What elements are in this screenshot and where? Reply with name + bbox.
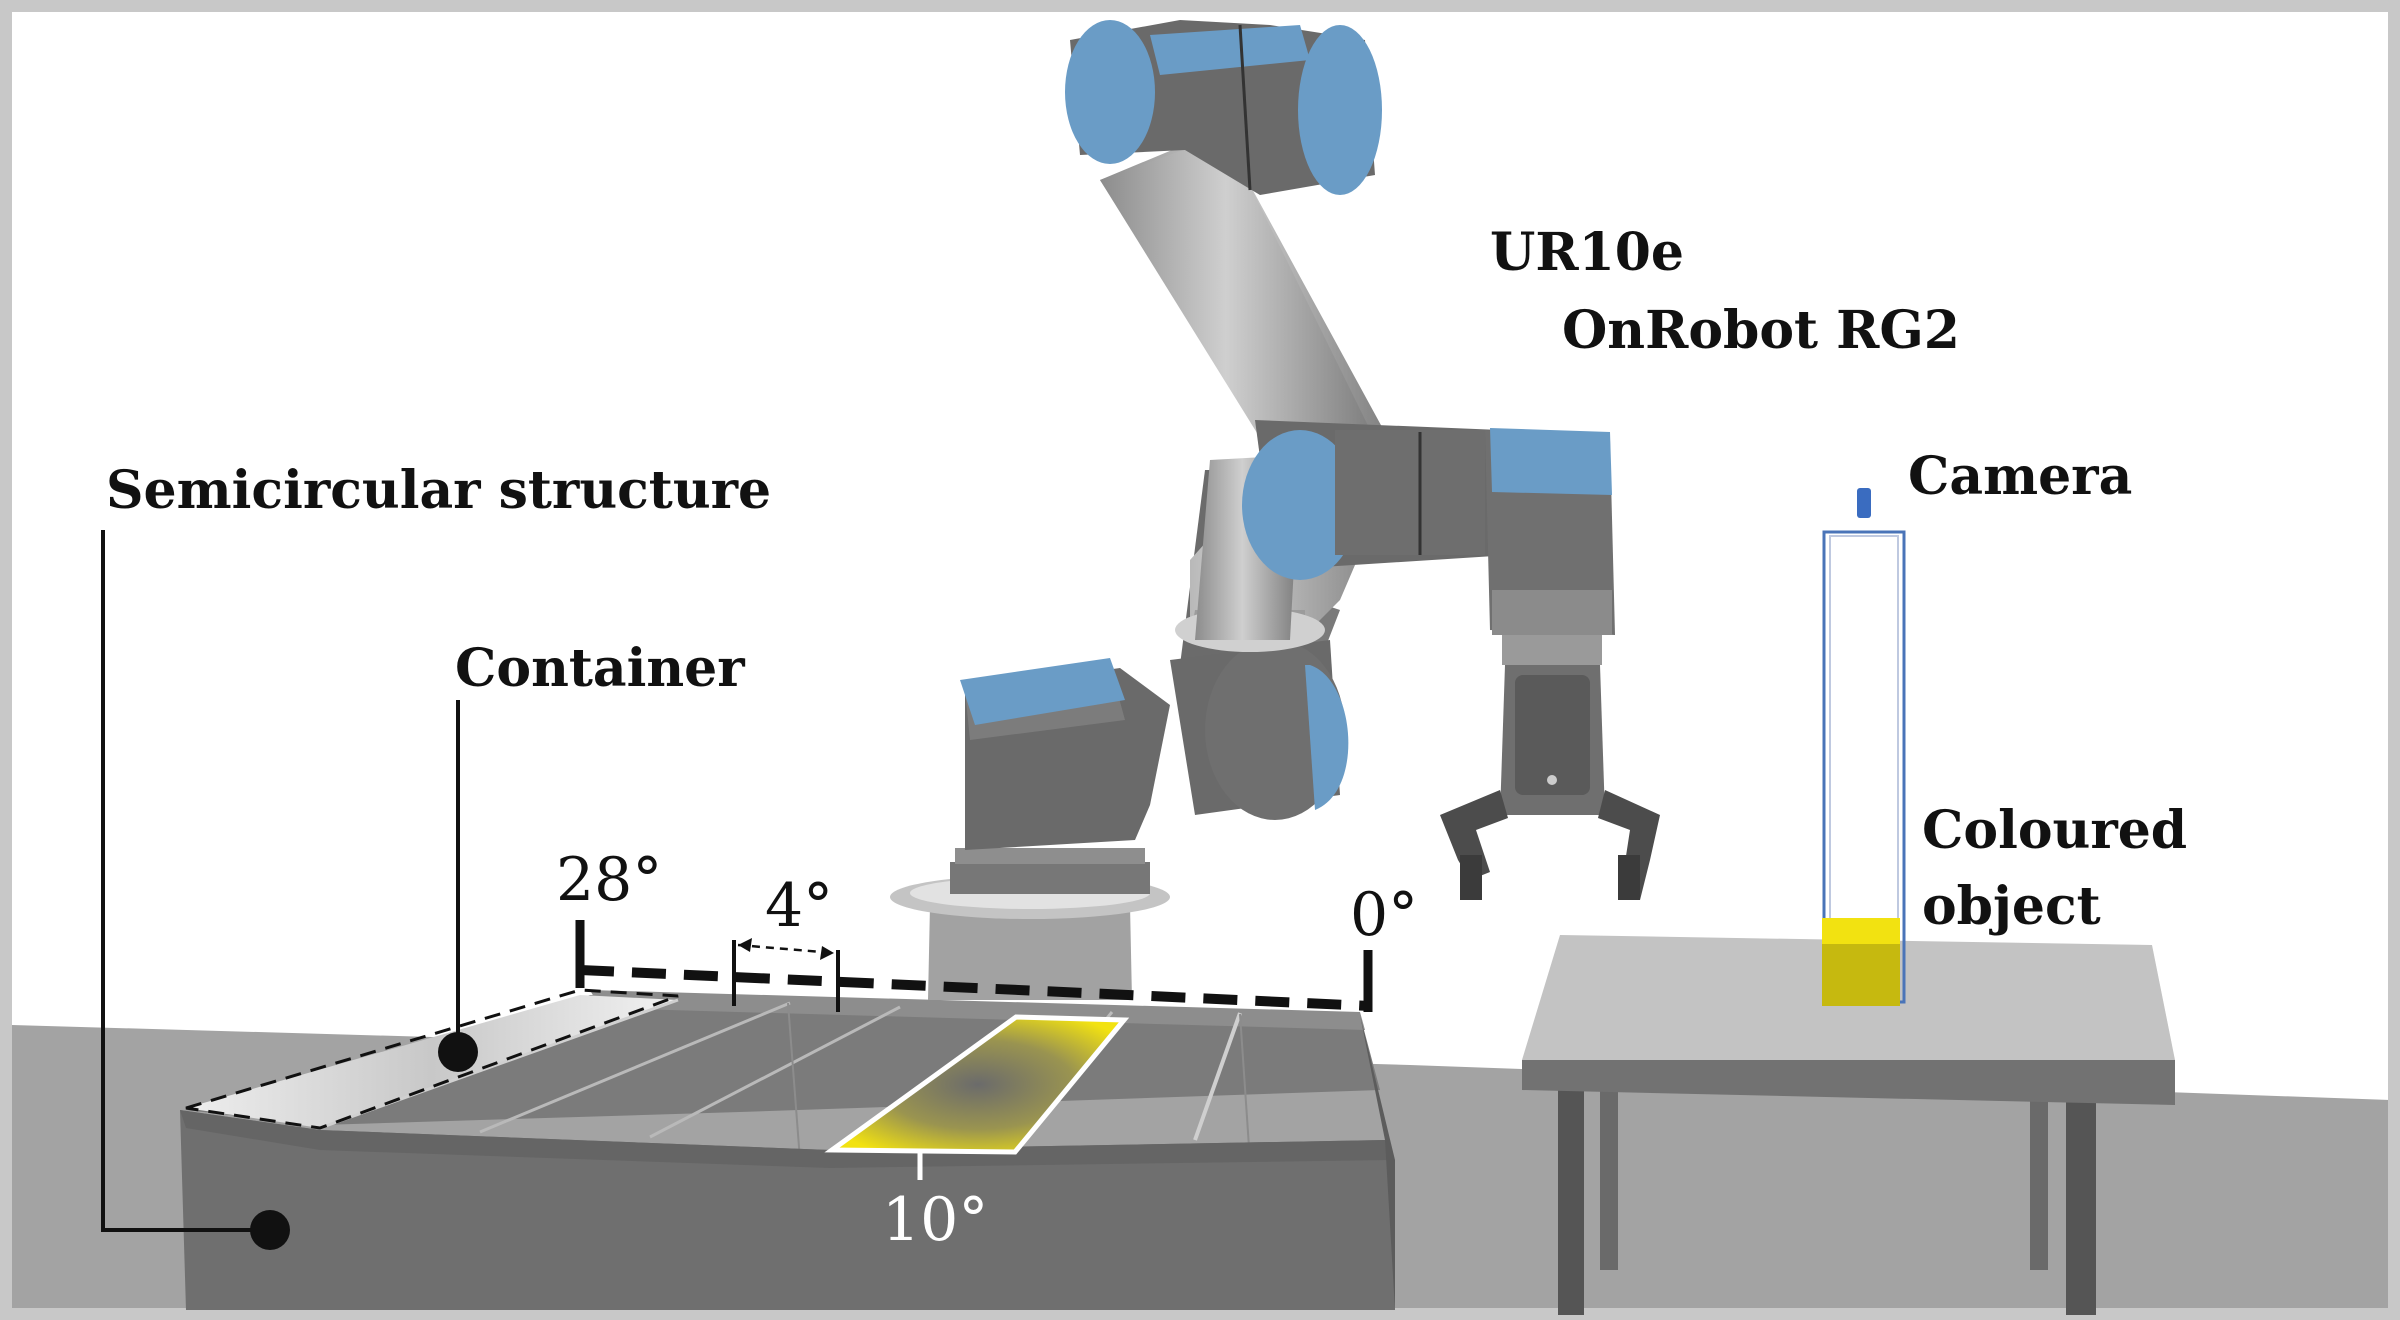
label-robot: UR10e [1490, 222, 1684, 283]
label-gripper: OnRobot RG2 [1562, 300, 1960, 361]
structure-marker-dot [250, 1210, 290, 1250]
semicircular-structure [180, 990, 1395, 1310]
angle-label-step: 4° [765, 871, 833, 941]
angle-label-start: 28° [556, 845, 662, 915]
robot-base [890, 848, 1170, 1000]
camera-icon [1857, 488, 1871, 518]
gripper [1440, 635, 1660, 900]
container-marker-dot [438, 1032, 478, 1072]
angle-label-end: 0° [1350, 880, 1418, 950]
angle-scale [575, 920, 1373, 1180]
label-camera: Camera [1908, 446, 2132, 507]
label-object-line1: Coloured [1922, 800, 2187, 861]
angle-label-highlight: 10° [882, 1185, 988, 1255]
leader-lines [101, 530, 478, 1250]
robot-arm [960, 20, 1615, 850]
highlighted-slot [824, 1014, 1130, 1155]
label-object-line2: object [1922, 876, 2101, 937]
coloured-object [1822, 918, 1900, 1006]
label-container: Container [455, 638, 745, 699]
label-structure: Semicircular structure [106, 460, 771, 521]
container-outline [185, 988, 679, 1130]
